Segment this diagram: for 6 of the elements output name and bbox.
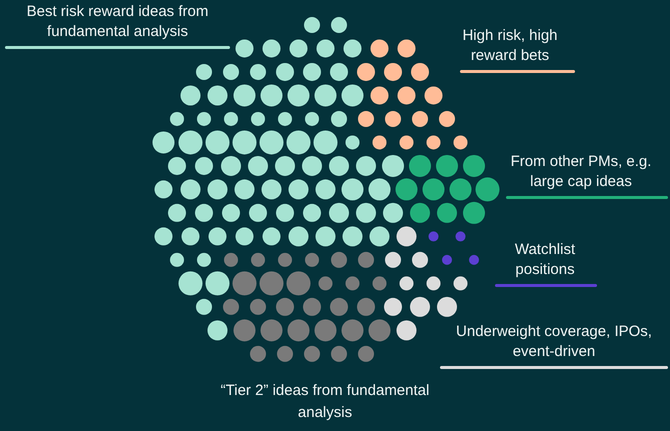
- legend-text: Watchlist positions: [514, 240, 576, 280]
- legend-text: From other PMs, e.g. large cap ideas: [510, 152, 652, 192]
- legend-text: Best risk reward ideas from fundamental analysis: [26, 2, 210, 42]
- legend-text: Underweight coverage, IPOs, event-driven: [455, 322, 653, 362]
- legend-text: High risk, high reward bets: [461, 26, 559, 66]
- group-label: “Tier 2” ideas from fundamental analysis: [220, 381, 430, 423]
